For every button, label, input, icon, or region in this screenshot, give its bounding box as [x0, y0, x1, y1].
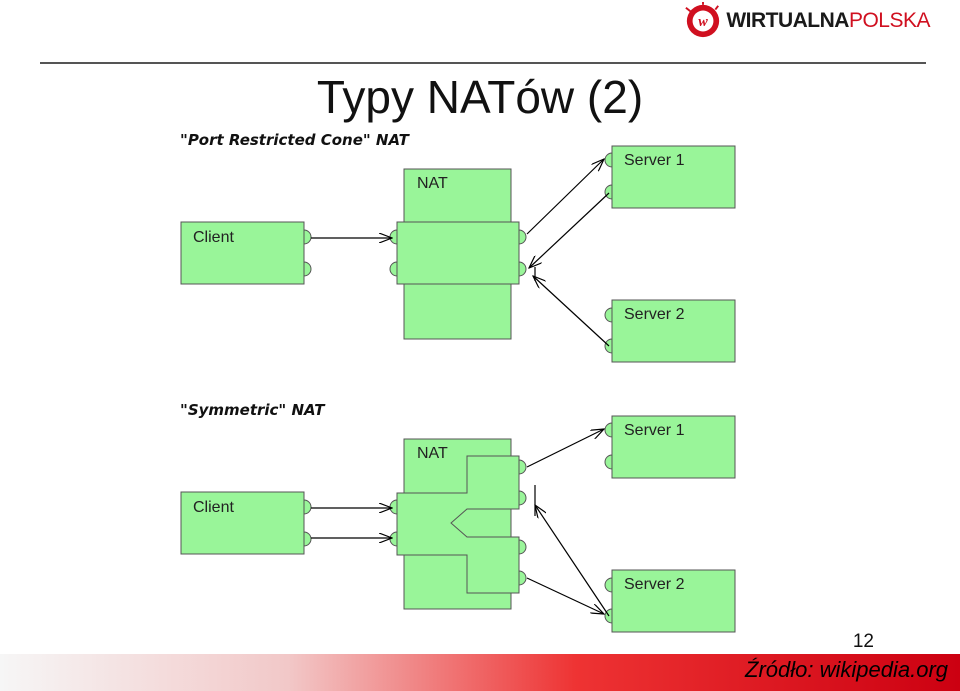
- logo-icon: w: [685, 2, 720, 38]
- arrow-server2-to-nat-2: [535, 505, 610, 617]
- client-box-1: Client: [180, 221, 312, 285]
- server2-label-2: Server 2: [624, 576, 685, 593]
- nat-label-2: NAT: [417, 445, 448, 462]
- arrow-nat-to-server1-2: [526, 429, 604, 468]
- nat-box-1: NAT: [396, 168, 520, 340]
- client-box-2: Client: [180, 491, 312, 555]
- server1-label-1: Server 1: [624, 152, 685, 169]
- wirtualna-polska-logo: w WIRTUALNAPOLSKA: [684, 2, 931, 40]
- svg-text:w: w: [699, 14, 709, 30]
- section-title-port-restricted: "Port Restricted Cone" NAT: [180, 131, 409, 149]
- arrow-server1-to-nat-1: [529, 192, 610, 268]
- footer-band: [0, 654, 960, 691]
- symmetric-diagram: NAT Client Server 1: [180, 415, 736, 633]
- arrow-nat-to-server2-2: [526, 577, 604, 614]
- page-number: 12: [852, 631, 874, 652]
- server1-label-2: Server 1: [624, 422, 685, 439]
- source-credit: Źródło: wikipedia.org: [745, 657, 948, 682]
- server2-box-2: Server 2: [604, 569, 736, 633]
- logo-text: WIRTUALNAPOLSKA: [726, 9, 930, 32]
- server1-box-2: Server 1: [604, 415, 736, 479]
- port-restricted-diagram: NAT Client Server 1: [180, 145, 736, 363]
- header-rule: [40, 62, 926, 64]
- client-label-2: Client: [193, 499, 234, 516]
- slide-title: Typy NATów (2): [316, 71, 644, 123]
- arrow-nat-to-server1-1: [526, 159, 604, 235]
- nat-box-2: NAT: [396, 438, 520, 610]
- server1-box-1: Server 1: [604, 145, 736, 209]
- section-title-symmetric: "Symmetric" NAT: [180, 401, 325, 419]
- nat-label-1: NAT: [417, 175, 448, 192]
- server2-label-1: Server 2: [624, 306, 685, 323]
- client-label-1: Client: [193, 229, 234, 246]
- server2-box-1: Server 2: [604, 299, 736, 363]
- arrow-server2-to-nat-1: [533, 276, 610, 347]
